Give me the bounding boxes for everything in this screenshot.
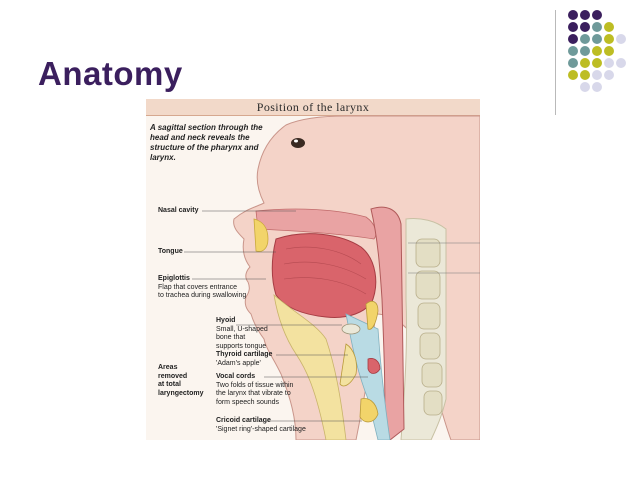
figure-header-band [146,99,480,115]
divider-line [555,10,556,115]
label-epiglottis: Epiglottis Flap that covers entrance to … [158,275,246,301]
cricoid-cartilage [359,398,379,423]
label-name: Thyroid cartilage [216,351,273,358]
label-nasal-cavity: Nasal cavity [158,207,198,216]
label-description: 'Signet ring'-shaped cartilage [216,425,306,433]
vertebra [419,332,441,360]
vertebra [415,270,441,300]
dot [592,10,602,20]
label-name: laryngectomy [158,389,204,397]
dot [568,70,578,80]
dot [592,82,602,92]
vertebra [417,302,441,330]
label-description: Two folds of tissue within [216,381,294,389]
head-neck-sagittal-section [184,115,480,440]
dot [568,22,578,32]
hyoid-bone [341,323,361,335]
label-description: the larynx that vibrate to [216,390,291,397]
dot [580,34,590,44]
label-name: at total [158,381,181,388]
dot [592,34,602,44]
label-name: Tongue [158,248,183,255]
label-description: to trachea during swallowing [158,292,247,299]
dot [592,46,602,56]
slide-title: Anatomy [38,55,183,92]
vertebra [421,362,443,388]
dot [592,22,602,32]
label-description: Small, U-shaped [216,325,268,333]
label-description: 'Adam's apple' [216,359,261,367]
lip-cartilage [253,218,269,252]
label-tongue: Tongue [158,248,183,257]
vertebra [415,238,441,268]
label-description: form speech sounds [216,398,280,406]
dot [568,46,578,56]
dot [580,10,590,20]
pharynx-tube [370,206,405,440]
dot [580,58,590,68]
dot [604,34,614,44]
figure-title: Position of the larynx [256,100,370,114]
dot [604,58,614,68]
label-name: removed [158,372,188,380]
vertebra [423,390,443,416]
eye [291,138,305,148]
label-areas-removed: Areas removed at total laryngectomy [158,364,204,398]
dot [580,70,590,80]
dot [604,22,614,32]
label-name: Epiglottis [158,275,190,282]
tongue-muscle [271,233,377,318]
dot [604,46,614,56]
dot [568,58,578,68]
label-thyroid-cartilage: Thyroid cartilage 'Adam's apple' [216,351,272,368]
label-description: supports tongue [216,342,267,350]
label-name: Cricoid cartilage [216,417,271,424]
label-cricoid-cartilage: Cricoid cartilage 'Signet ring'-shaped c… [216,417,306,434]
dot [580,46,590,56]
label-description: Flap that covers entrance [158,283,237,291]
label-description: bone that [216,334,246,341]
epiglottis [365,300,379,330]
label-name: Vocal cords [216,373,256,380]
dot [604,70,614,80]
larynx-illustration: Position of the larynx [146,99,480,440]
label-name: Hyoid [216,317,236,324]
thyroid-cartilage [339,343,357,387]
jaw-fat-region [273,293,347,440]
label-name: Areas [158,364,178,371]
label-name: Nasal cavity [158,207,199,214]
figure-intro-text: A sagittal section through the head and … [150,123,263,162]
label-vocal-cords: Vocal cords Two folds of tissue within t… [216,373,293,407]
dot [616,34,626,44]
dot [616,58,626,68]
dot [580,22,590,32]
dot [592,58,602,68]
dot [592,70,602,80]
dot [580,82,590,92]
dot [568,34,578,44]
label-hyoid: Hyoid Small, U-shaped bone that supports… [216,317,268,351]
figure-header-rule [146,115,480,116]
vocal-cords [367,358,381,374]
dot [568,10,578,20]
